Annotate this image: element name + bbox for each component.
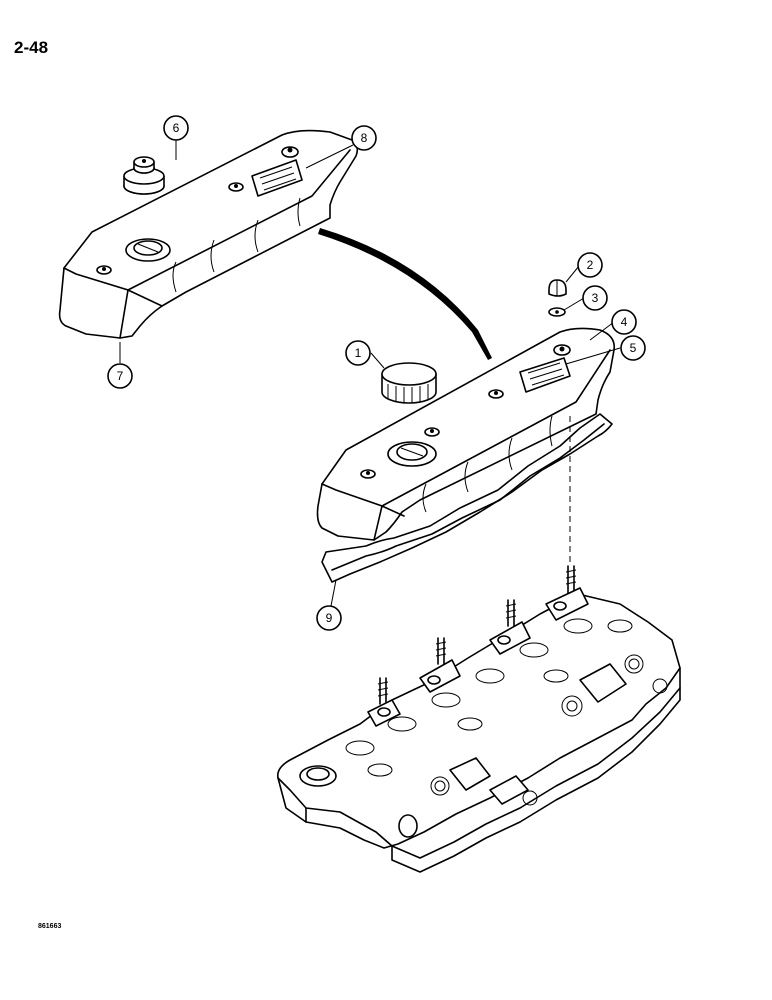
callout-6: 6 bbox=[163, 115, 189, 141]
callout-5-label: 5 bbox=[630, 341, 637, 355]
oil-filler-cap bbox=[381, 362, 437, 404]
callout-2-label: 2 bbox=[587, 258, 594, 272]
callout-1: 1 bbox=[345, 340, 371, 366]
cylinder-head bbox=[276, 593, 681, 873]
detail-arrow bbox=[318, 228, 492, 360]
callout-3-label: 3 bbox=[592, 291, 599, 305]
callout-4: 4 bbox=[611, 309, 637, 335]
callout-8-label: 8 bbox=[361, 131, 368, 145]
page-number: 2-48 bbox=[14, 38, 49, 57]
callout-2: 2 bbox=[577, 252, 603, 278]
rocker-studs bbox=[367, 565, 589, 727]
callout-1-label: 1 bbox=[355, 346, 362, 360]
callout-9: 9 bbox=[316, 605, 342, 631]
callout-5: 5 bbox=[620, 335, 646, 361]
breather-cap bbox=[123, 156, 165, 195]
figure-code: 861663 bbox=[38, 923, 62, 930]
callout-7: 7 bbox=[107, 363, 133, 389]
callout-7-label: 7 bbox=[117, 369, 124, 383]
cap-nut bbox=[548, 279, 567, 297]
rocker-cover-gasket bbox=[321, 413, 613, 583]
leader-lines bbox=[119, 140, 621, 607]
callout-9-label: 9 bbox=[326, 611, 333, 625]
callout-3: 3 bbox=[582, 285, 608, 311]
callout-4-label: 4 bbox=[621, 315, 628, 329]
callout-6-label: 6 bbox=[173, 121, 180, 135]
rocker-cover-detail bbox=[58, 129, 359, 339]
callout-8: 8 bbox=[351, 125, 377, 151]
washer bbox=[548, 307, 566, 317]
rocker-cover bbox=[316, 327, 616, 541]
